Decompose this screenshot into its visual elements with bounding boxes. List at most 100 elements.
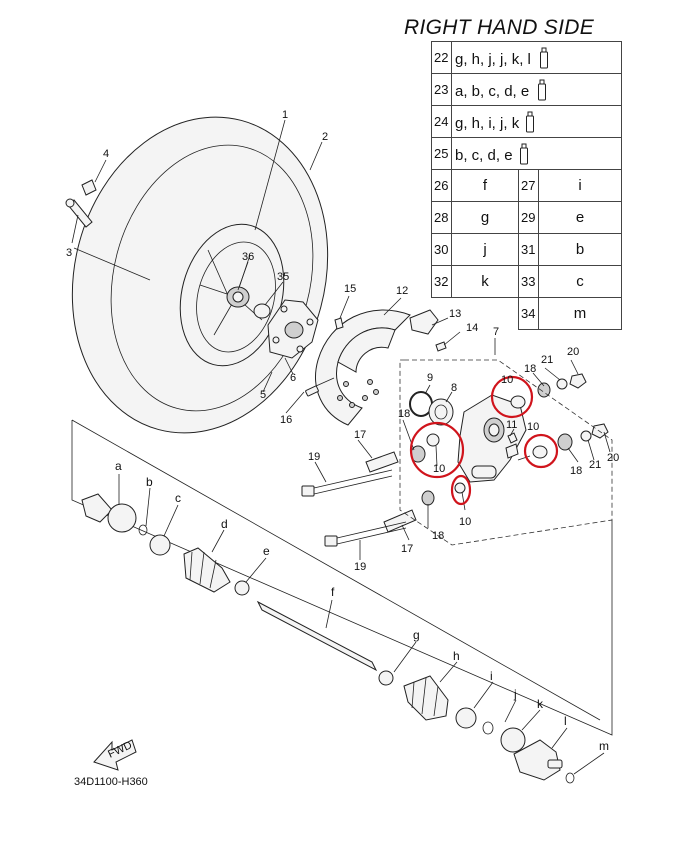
grease-tube-icon <box>519 143 528 164</box>
kit-letters: a, b, c, d, e <box>455 82 530 100</box>
wheel-hub-nut <box>226 286 250 308</box>
callout: 17 <box>354 429 366 441</box>
callout: c <box>175 491 181 505</box>
callout: 10 <box>433 463 445 475</box>
kit-contents: a, b, c, d, e <box>451 73 622 106</box>
part-number: 26 <box>431 169 452 202</box>
callout: 20 <box>607 452 619 464</box>
callout: 8 <box>451 382 457 394</box>
circlip-j <box>482 721 494 735</box>
washer <box>580 430 592 442</box>
kit-contents: b, c, d, e <box>451 137 622 170</box>
callout: 5 <box>260 389 266 401</box>
valve-stem <box>65 198 93 228</box>
sleeve <box>383 509 417 533</box>
valve-cap <box>81 179 97 196</box>
callout: 14 <box>466 322 478 334</box>
pair-row: 34 m <box>431 297 622 330</box>
callout: g <box>413 628 420 642</box>
highlight-circle <box>409 421 465 479</box>
callout: 16 <box>280 414 292 426</box>
callout: 2 <box>322 131 328 143</box>
bushing <box>426 433 440 447</box>
circlip-m <box>565 772 575 784</box>
callout: j <box>513 687 517 701</box>
diagram-title: RIGHT HAND SIDE <box>404 16 595 39</box>
hub-bolt <box>253 303 271 319</box>
leader-lines <box>71 119 611 775</box>
callout: 10 <box>527 421 539 433</box>
outer-cv-joint-l <box>513 739 563 781</box>
callout: d <box>221 517 228 531</box>
callout: 6 <box>290 372 296 384</box>
grease-tube-icon <box>538 79 547 100</box>
highlight-circle <box>490 375 534 419</box>
brake-disc <box>315 309 411 426</box>
steering-knuckle <box>457 394 527 483</box>
callout: i <box>490 669 493 683</box>
kit-table: 22 g, h, j, j, k, l 23 a, b, c, d, e 24 … <box>431 41 622 330</box>
callout: k <box>537 697 544 711</box>
callout: 18 <box>432 530 444 542</box>
fwd-arrow-icon: FWD <box>93 739 137 771</box>
pair-row: 28 g 29 e <box>431 201 622 234</box>
bolt-15 <box>334 317 344 330</box>
boot-band-e <box>234 580 250 596</box>
bushing <box>510 395 526 409</box>
part-letter: j <box>451 233 519 266</box>
boot-band-i <box>455 707 477 729</box>
callout: 17 <box>401 543 413 555</box>
callout: 7 <box>493 326 499 338</box>
callout: 10 <box>459 516 471 528</box>
callout: 3 <box>66 247 72 259</box>
callout: f <box>331 585 335 599</box>
callout: 20 <box>567 346 579 358</box>
circlip-b <box>138 524 148 536</box>
part-letter: g <box>451 201 519 234</box>
pair-row: 30 j 31 b <box>431 233 622 266</box>
highlight-circles <box>409 375 559 506</box>
callout: 15 <box>344 283 356 295</box>
callout: 36 <box>242 251 254 263</box>
bolt-16 <box>305 377 335 397</box>
drawing-code: 34D1100-H360 <box>74 776 148 788</box>
callout: 1 <box>282 109 288 121</box>
axle-assembly-outline <box>71 419 613 736</box>
callout: b <box>146 475 153 489</box>
callout-labels: 1 2 3 4 5 6 7 8 9 10 10 10 10 11 12 13 1… <box>66 109 619 753</box>
kit-row: 23 a, b, c, d, e <box>431 73 622 106</box>
callout: 21 <box>541 354 553 366</box>
callout: 11 <box>506 419 517 431</box>
bushing <box>532 445 548 459</box>
kit-letters: b, c, d, e <box>455 146 513 164</box>
callout: l <box>564 714 567 728</box>
callout: 18 <box>398 408 410 420</box>
sleeve <box>365 451 399 473</box>
callout: 18 <box>570 465 582 477</box>
part-letter: k <box>451 265 519 298</box>
part-number: 30 <box>431 233 452 266</box>
oil-seal <box>537 382 551 398</box>
knuckle-assembly-outline <box>399 359 613 546</box>
kit-letters: g, h, j, j, k, l <box>455 50 531 68</box>
boot-h <box>403 675 449 721</box>
highlight-circle <box>450 474 472 506</box>
callout: 10 <box>501 374 513 386</box>
boot-d <box>183 547 231 593</box>
grease-tube-icon <box>540 47 549 68</box>
callout: 13 <box>449 308 461 320</box>
callout: h <box>453 649 460 663</box>
callout: 19 <box>354 561 366 573</box>
bearing <box>428 398 454 426</box>
dust-seal-k <box>500 727 526 753</box>
pair-row: 26 f 27 i <box>431 169 622 202</box>
bushing <box>454 482 466 494</box>
wheel-hub <box>267 299 319 359</box>
callout: 12 <box>396 285 408 297</box>
callout: 9 <box>427 372 433 384</box>
callout: m <box>599 739 609 753</box>
callout: a <box>115 459 122 473</box>
kit-row: 25 b, c, d, e <box>431 137 622 170</box>
disc-guard-bracket <box>409 309 439 335</box>
